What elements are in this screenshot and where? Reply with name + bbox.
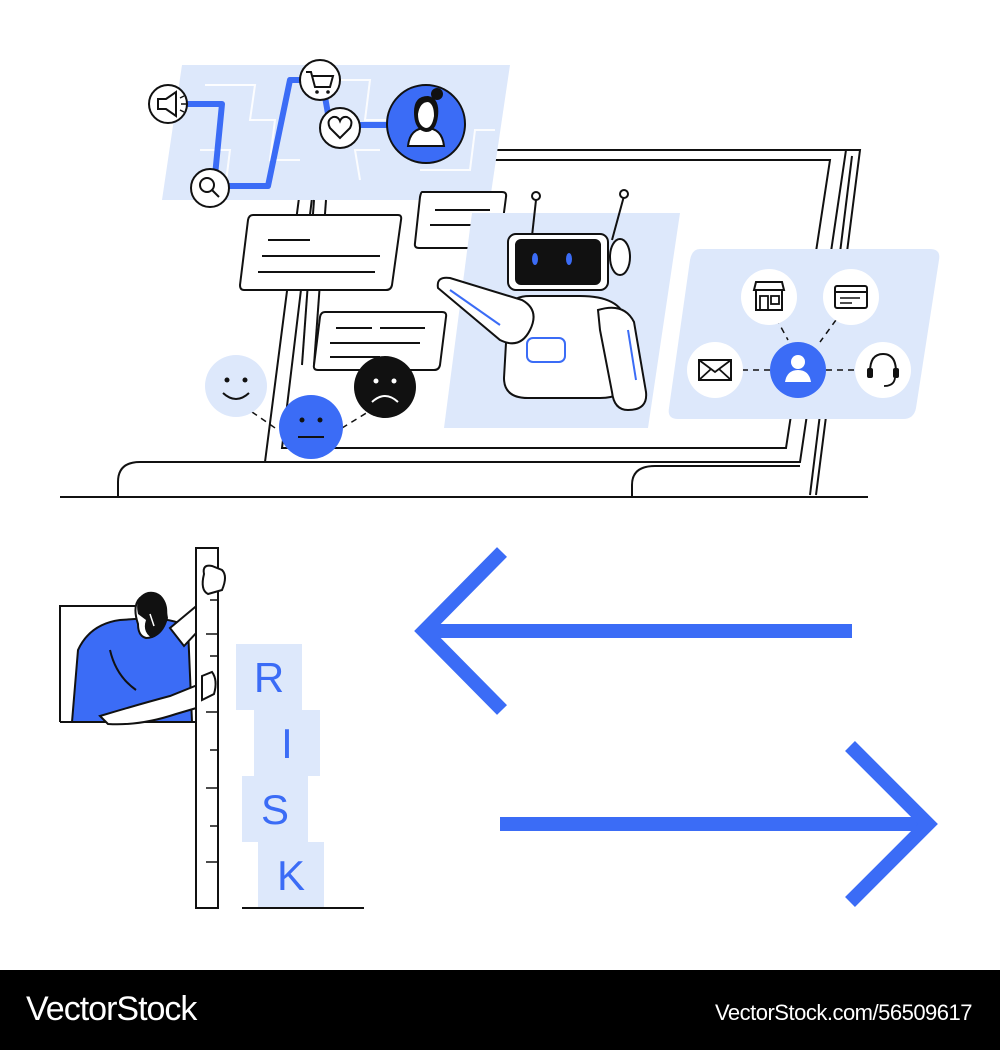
megaphone-icon bbox=[148, 84, 188, 124]
risk-blocks: R I S K bbox=[236, 644, 364, 909]
cart-icon bbox=[299, 59, 341, 101]
chatbot-robot bbox=[436, 189, 680, 428]
image-id: VectorStock.com/56509617 bbox=[714, 1000, 973, 1025]
headset-icon bbox=[855, 342, 911, 398]
heart-icon bbox=[319, 107, 361, 149]
store-icon bbox=[741, 269, 797, 325]
emotion-faces bbox=[205, 355, 416, 459]
person-measuring bbox=[59, 591, 216, 726]
risk-letter-i: I bbox=[281, 720, 293, 767]
risk-letter-k: K bbox=[277, 852, 305, 899]
service-channels-panel bbox=[668, 249, 940, 419]
chat-bubbles bbox=[238, 191, 508, 371]
risk-letter-r: R bbox=[254, 654, 284, 701]
chat-bubble bbox=[238, 214, 403, 291]
customer-avatar bbox=[386, 84, 466, 164]
left-arrow-icon bbox=[414, 547, 852, 715]
sad-face-icon bbox=[354, 356, 416, 418]
measuring-ruler bbox=[195, 547, 226, 909]
user-icon bbox=[770, 342, 826, 398]
browser-icon bbox=[823, 269, 879, 325]
neutral-face-icon bbox=[279, 395, 343, 459]
risk-letter-s: S bbox=[261, 786, 289, 833]
brand-name: VectorStock bbox=[26, 990, 197, 1028]
right-arrow-icon bbox=[500, 741, 938, 907]
journey-panel bbox=[148, 59, 510, 208]
search-icon bbox=[190, 168, 230, 208]
watermark-footer: VectorStock VectorStock.com/56509617 bbox=[0, 970, 1000, 1050]
mail-icon bbox=[687, 342, 743, 398]
illustration: R I S K bbox=[59, 59, 940, 909]
happy-face-icon bbox=[205, 355, 267, 417]
chat-bubble bbox=[312, 311, 448, 371]
